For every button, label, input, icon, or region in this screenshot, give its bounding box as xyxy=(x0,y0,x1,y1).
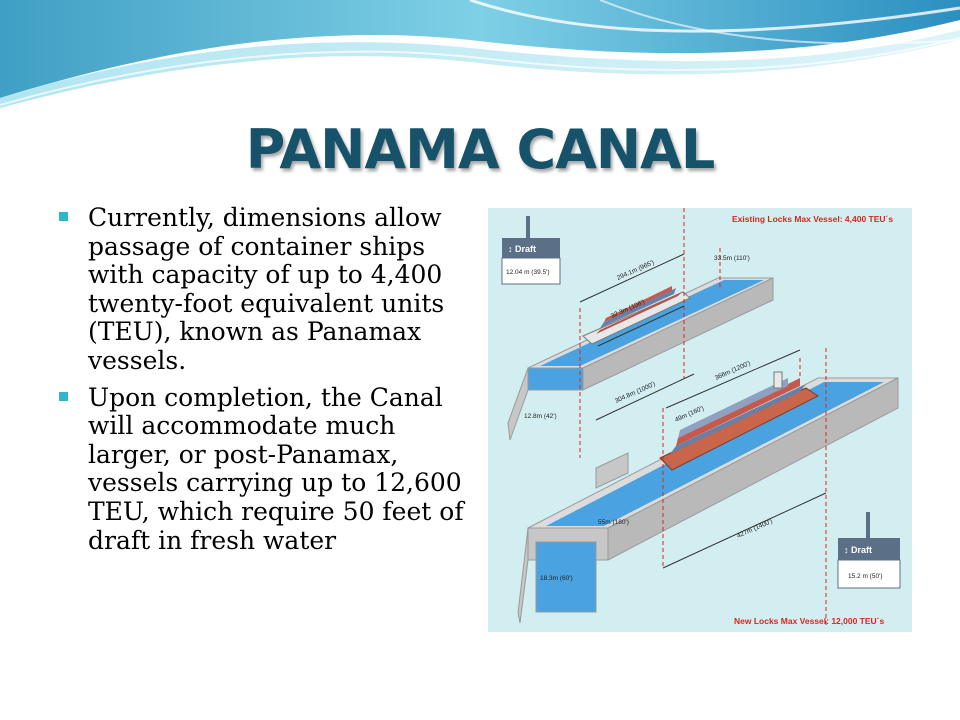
dim-existing-width: 33.5m (110') xyxy=(714,255,750,262)
existing-ship xyxy=(582,286,691,345)
square-bullet-icon xyxy=(59,391,68,401)
dim-existing-depth: 12.8m (42') xyxy=(524,413,557,420)
canal-locks-diagram: 294.1m (965') 33.5m (110') 32.3m (106') … xyxy=(488,208,912,632)
svg-text:↕ Draft: ↕ Draft xyxy=(844,545,872,555)
draft-word: Draft xyxy=(515,244,536,254)
new-locks-caption: New Locks Max Vessel: 12,000 TEU´s xyxy=(734,616,885,626)
draft-word: Draft xyxy=(851,545,872,555)
square-bullet-icon xyxy=(59,212,68,221)
wave-header xyxy=(0,0,960,108)
bullet-item: Upon completion, the Canal will accommod… xyxy=(58,382,478,556)
measure-lines xyxy=(579,253,827,569)
existing-locks-caption: Existing Locks Max Vessel: 4,400 TEU´s xyxy=(732,214,893,224)
slide-title: PANAMA CANAL xyxy=(245,118,716,181)
bullet-text: Upon completion, the Canal will accommod… xyxy=(88,382,464,555)
dim-new-width: 55m (180') xyxy=(598,519,629,526)
existing-draft-value: 12.04 m (39.5') xyxy=(506,269,550,276)
new-lock xyxy=(517,377,899,624)
new-draft-value: 15.2 m (50') xyxy=(848,573,882,580)
bullet-list: Currently, dimensions allow passage of c… xyxy=(58,203,478,563)
bullet-item: Currently, dimensions allow passage of c… xyxy=(58,203,478,376)
existing-lock xyxy=(507,277,774,441)
existing-draft-box: ↕ Draft 12.04 m (39.5') xyxy=(501,216,561,285)
bullet-text: Currently, dimensions allow passage of c… xyxy=(88,203,445,375)
new-draft-box: ↕ Draft 15.2 m (50') xyxy=(837,512,901,589)
dimension-lines xyxy=(579,208,827,628)
dim-new-depth: 18.3m (60') xyxy=(540,575,573,582)
new-ship xyxy=(659,371,819,471)
svg-text:↕ Draft: ↕ Draft xyxy=(508,244,536,254)
